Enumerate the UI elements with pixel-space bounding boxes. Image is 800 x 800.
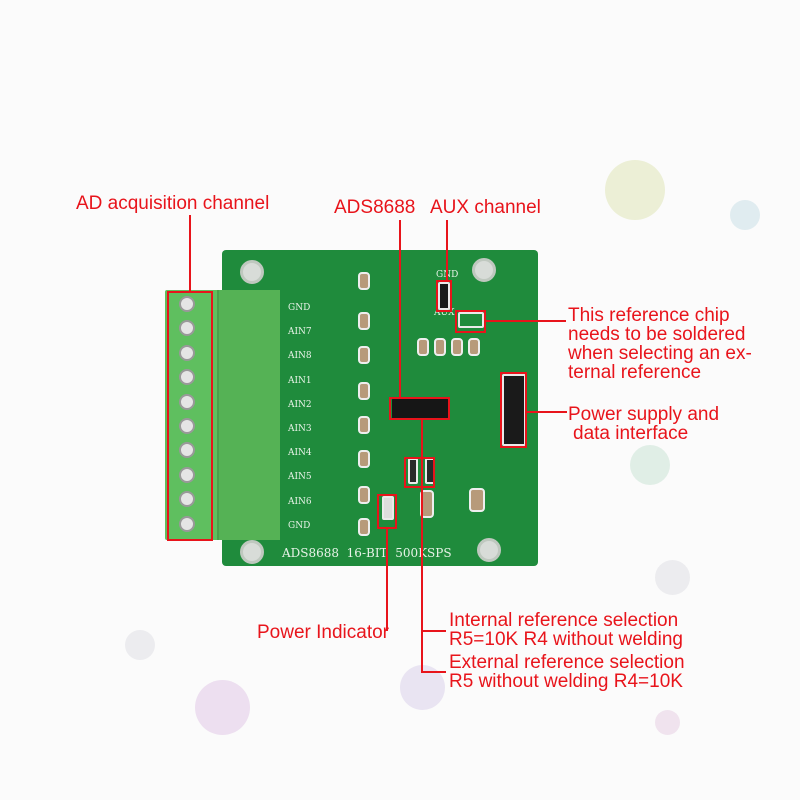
- channel-label: AIN6: [288, 496, 312, 507]
- aux-header: [438, 282, 450, 310]
- label-aux: AUX channel: [430, 197, 541, 218]
- capacitor: [358, 486, 370, 504]
- capacitor: [358, 416, 370, 434]
- channel-label: AIN3: [288, 424, 312, 435]
- label-line: R5=10K R4 without welding: [449, 629, 683, 650]
- mount-hole: [477, 538, 501, 562]
- label-line: Internal reference selection: [449, 610, 679, 631]
- capacitor: [358, 312, 370, 330]
- capacitor: [451, 338, 463, 356]
- channel-label: GND: [288, 520, 311, 531]
- channel-label: AIN5: [288, 472, 312, 483]
- label-line: Power supply and: [568, 404, 720, 425]
- screw-icon: [179, 516, 195, 532]
- mount-hole: [472, 258, 496, 282]
- screw-icon: [179, 467, 195, 483]
- label-chip: ADS8688: [334, 197, 416, 218]
- label-line: External reference selection: [449, 652, 685, 673]
- capacitor: [358, 272, 370, 290]
- decor-bubble: [630, 445, 670, 485]
- decor-bubble: [605, 160, 665, 220]
- screw-icon: [179, 394, 195, 410]
- screw-icon: [179, 296, 195, 312]
- leader-line: [527, 411, 567, 413]
- decor-bubble: [125, 630, 155, 660]
- capacitor: [468, 338, 480, 356]
- capacitor: [358, 450, 370, 468]
- leader-line: [486, 320, 566, 322]
- channel-labels: GND AIN7 AIN8 AIN1 AIN2 AIN3 AIN4 AIN5 A…: [288, 296, 312, 538]
- decor-bubble: [730, 200, 760, 230]
- leader-line: [189, 215, 191, 292]
- decor-bubble: [655, 560, 690, 595]
- highlight-aux: [436, 280, 452, 312]
- channel-label: AIN2: [288, 399, 312, 410]
- power-led: [382, 496, 394, 520]
- capacitor: [358, 518, 370, 536]
- mount-hole: [240, 540, 264, 564]
- label-line: needs to be soldered: [568, 324, 746, 345]
- highlight-chip: [389, 397, 450, 420]
- capacitor: [358, 346, 370, 364]
- channel-label: AIN7: [288, 327, 312, 338]
- capacitor: [469, 488, 485, 512]
- capacitor: [434, 338, 446, 356]
- terminal-block: [165, 290, 280, 540]
- screw-icon: [179, 320, 195, 336]
- ref-chip-pads: [458, 312, 484, 328]
- label-line: This reference chip: [568, 305, 730, 326]
- channel-label: AIN8: [288, 351, 312, 362]
- label-external-ref: External reference selection R5 without …: [449, 653, 685, 691]
- channel-label: AIN1: [288, 375, 312, 386]
- screw-icon: [179, 418, 195, 434]
- label-line: when selecting an ex-: [568, 343, 752, 364]
- resistor-r5: [408, 458, 418, 484]
- leader-line: [421, 671, 446, 673]
- label-power-data: Power supply and data interface: [568, 405, 719, 443]
- screw-icon: [179, 491, 195, 507]
- leader-line: [386, 529, 388, 631]
- screw-icon: [179, 369, 195, 385]
- decor-bubble: [195, 680, 250, 735]
- capacitor: [417, 338, 429, 356]
- label-line: data interface: [573, 423, 689, 444]
- decor-bubble: [655, 710, 680, 735]
- highlight-ref-chip: [455, 310, 486, 333]
- channel-label: GND: [288, 303, 311, 313]
- screw-icon: [179, 345, 195, 361]
- leader-line: [421, 630, 446, 632]
- label-ref-chip: This reference chip needs to be soldered…: [568, 306, 752, 382]
- leader-line: [421, 420, 423, 673]
- label-ad-channel: AD acquisition channel: [76, 193, 270, 214]
- board-silkscreen: ADS8688 16-BIT 500KSPS: [282, 546, 452, 560]
- highlight-led: [377, 494, 397, 529]
- highlight-channels: [167, 291, 213, 541]
- mount-hole: [240, 260, 264, 284]
- label-line: R5 without welding R4=10K: [449, 671, 683, 692]
- leader-line: [446, 220, 448, 281]
- leader-line: [399, 220, 401, 398]
- screw-icon: [179, 442, 195, 458]
- terminal-body: [217, 290, 280, 540]
- highlight-r5-r4: [404, 457, 435, 488]
- channel-label: AIN4: [288, 448, 312, 459]
- highlight-header: [500, 372, 527, 448]
- capacitor: [358, 382, 370, 400]
- label-internal-ref: Internal reference selection R5=10K R4 w…: [449, 611, 683, 649]
- label-line: ternal reference: [568, 362, 702, 383]
- header-aux-label: AUX: [434, 308, 455, 318]
- label-power-indicator: Power Indicator: [257, 622, 390, 643]
